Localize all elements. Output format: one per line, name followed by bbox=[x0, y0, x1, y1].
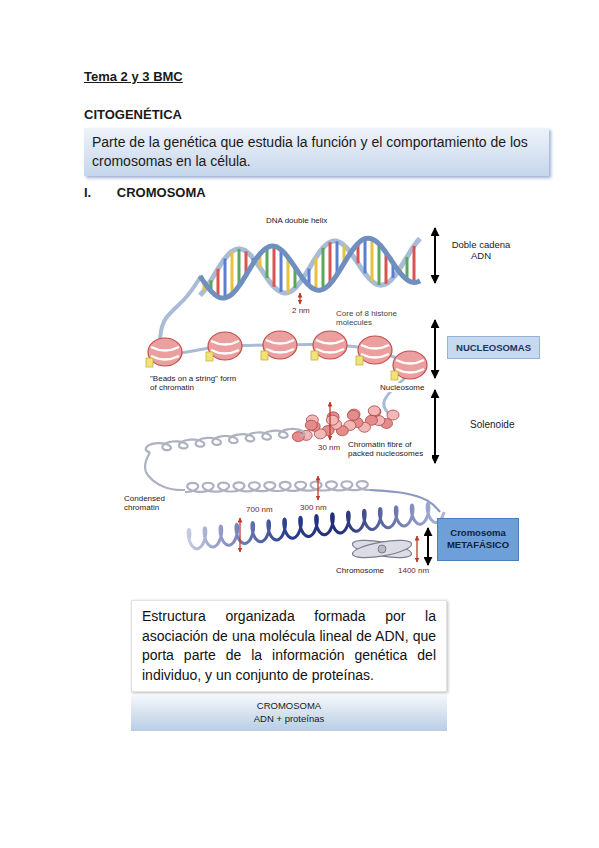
base-pair bbox=[224, 258, 227, 297]
base-pair bbox=[273, 246, 276, 287]
histone-h1 bbox=[391, 371, 398, 380]
wrapped-dna bbox=[361, 345, 389, 358]
box-text: CROMOSOMA bbox=[135, 700, 443, 713]
wrapped-dna bbox=[151, 347, 179, 360]
dimension-marker bbox=[329, 402, 330, 440]
nucleosome-bead bbox=[261, 331, 297, 360]
dimension-marker bbox=[239, 518, 240, 552]
nucleosome-bead bbox=[206, 332, 242, 361]
page-title: Tema 2 y 3 BMC bbox=[84, 70, 183, 85]
summary-band: CROMOSOMAADN + proteínas bbox=[131, 695, 447, 731]
nucleosome-bead bbox=[356, 336, 392, 365]
base-pair bbox=[378, 244, 381, 285]
box-text: Parte de la genética que estudia la func… bbox=[92, 133, 541, 171]
nucleosome-bead bbox=[146, 338, 182, 367]
section-heading: I. CROMOSOMA bbox=[84, 186, 206, 201]
dimension-markers bbox=[240, 293, 417, 562]
dimension-label: 2 nm bbox=[292, 306, 310, 315]
base-pair bbox=[315, 257, 318, 290]
figure-label: DNA double helix bbox=[266, 216, 327, 225]
base-pair bbox=[413, 246, 416, 282]
dna-strand bbox=[200, 238, 420, 298]
figure-label: Chromosome bbox=[336, 566, 384, 575]
histone-h1 bbox=[356, 356, 363, 365]
definition-band: Parte de la genética que estudia la func… bbox=[84, 128, 549, 176]
dimension-label: 700 nm bbox=[246, 505, 273, 514]
dimension-marker bbox=[317, 476, 318, 500]
dimension-marker bbox=[299, 293, 300, 304]
chromosome-symbol bbox=[351, 537, 413, 561]
box-subtext: ADN + proteínas bbox=[135, 713, 443, 726]
box-text: Estructura organizada formada por la aso… bbox=[142, 607, 436, 685]
base-pair bbox=[280, 250, 283, 292]
base-pair bbox=[217, 269, 220, 297]
packed-nucleosome bbox=[305, 420, 317, 430]
packed-nucleosome bbox=[326, 415, 338, 425]
condensed-chromatin bbox=[146, 429, 305, 452]
nucleosome-bead bbox=[311, 331, 347, 360]
box-text: NUCLEOSOMAS bbox=[450, 342, 537, 353]
double-arrow bbox=[427, 528, 429, 565]
condensed-chromatin bbox=[145, 452, 185, 490]
chromatid bbox=[351, 537, 413, 561]
histone-h1 bbox=[206, 352, 213, 361]
level-box: Cromosoma METAFÁSICO bbox=[437, 518, 519, 561]
nucleosome-bead bbox=[391, 351, 427, 380]
packed-nucleosome bbox=[347, 410, 359, 420]
solenoid bbox=[292, 406, 399, 442]
figure-label: "Beads on a string" form of chromatin bbox=[150, 374, 238, 392]
histone-h1 bbox=[311, 351, 318, 360]
base-pair bbox=[371, 239, 374, 281]
figure-label: Nucleosome bbox=[380, 383, 424, 392]
base-pair bbox=[266, 248, 269, 278]
definition-box: Estructura organizada formada por la aso… bbox=[131, 600, 447, 692]
double-arrow bbox=[434, 228, 436, 283]
histone-h1 bbox=[261, 351, 268, 360]
dimension-label: 1400 nm bbox=[398, 566, 429, 575]
wrapped-dna bbox=[316, 340, 344, 353]
centromere bbox=[378, 545, 386, 553]
histone-h1 bbox=[146, 358, 153, 367]
section-heading: CITOGENÉTICA bbox=[84, 108, 182, 123]
figure-label: Condensed chromatin bbox=[124, 494, 176, 512]
dna-thread bbox=[160, 276, 201, 340]
figure-label: Chromatin fibre of packed nucleosomes bbox=[348, 440, 432, 458]
base-pair bbox=[231, 251, 234, 294]
condensed-chromatin bbox=[185, 481, 370, 492]
box-text: Cromosoma METAFÁSICO bbox=[442, 527, 514, 552]
wrapped-dna bbox=[266, 340, 294, 353]
figure-label: Core of 8 histone molecules bbox=[336, 309, 416, 327]
base-pair bbox=[329, 242, 332, 284]
dimension-marker bbox=[416, 536, 417, 562]
base-pair bbox=[322, 248, 325, 289]
level-label: Solenoide bbox=[470, 419, 514, 431]
level-arrows bbox=[428, 228, 435, 565]
double-arrow bbox=[434, 390, 436, 463]
base-pair bbox=[364, 239, 367, 274]
dimension-label: 30 nm bbox=[318, 443, 340, 452]
dimension-label: 300 nm bbox=[300, 503, 327, 512]
packed-nucleosome bbox=[368, 406, 380, 416]
level-label: Doble cadena ADN bbox=[448, 240, 514, 262]
level-box: NUCLEOSOMAS bbox=[447, 336, 540, 359]
wrapped-dna bbox=[211, 341, 239, 354]
wrapped-dna bbox=[396, 360, 424, 373]
chromatid bbox=[351, 537, 413, 561]
double-arrow bbox=[434, 320, 436, 378]
